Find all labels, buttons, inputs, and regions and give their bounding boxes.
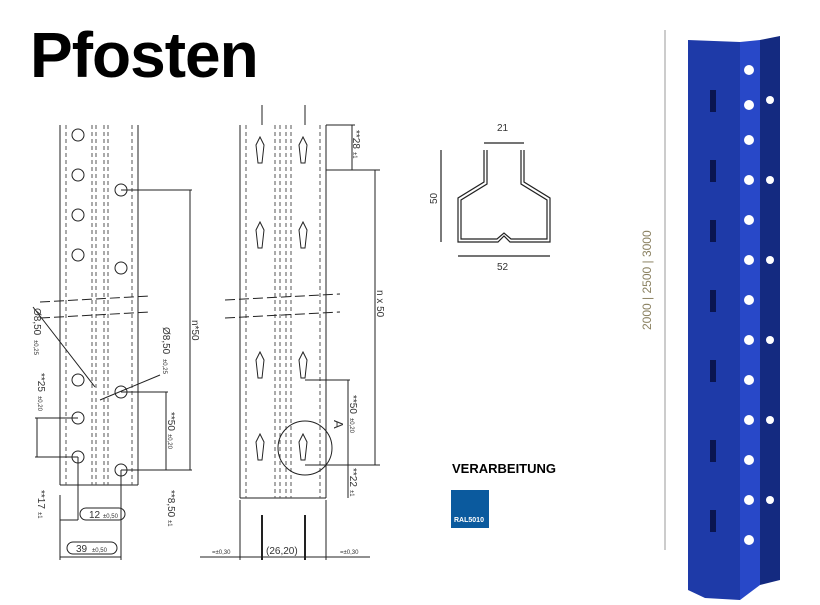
dim-hole-dia-left: Ø8,50 xyxy=(31,308,42,336)
detail-a-label: A xyxy=(331,420,346,429)
drawing-front-view xyxy=(32,125,192,560)
finish-heading: VERARBEITUNG xyxy=(452,461,557,476)
dim-tol: ±1 xyxy=(36,512,42,519)
color-swatch: RAL5010 xyxy=(451,490,489,528)
dim-bottom-left: **17 xyxy=(35,490,46,509)
dim-width-12: 12 xyxy=(89,510,101,521)
dim-tol: ±1 xyxy=(166,520,172,527)
dim-hole-dia-right: Ø8,50 xyxy=(160,327,171,355)
dim-tol: ±0,20 xyxy=(166,434,172,450)
dim-profile-width: 52 xyxy=(497,262,509,273)
dim-profile-top: 21 xyxy=(497,123,509,134)
dim-width-39: 39 xyxy=(76,544,88,555)
page-title: Pfosten xyxy=(30,19,259,91)
dim-top: **28 xyxy=(350,130,361,149)
available-lengths: 2000 | 2500 | 3000 xyxy=(640,230,654,330)
dim-center: (26,20) xyxy=(266,546,298,557)
dim-tol: ±0,25 xyxy=(161,359,167,375)
dim-n-pitch: n*50 xyxy=(189,320,200,341)
dim-left-tol: =±0,30 xyxy=(212,550,231,556)
drawing-side-view xyxy=(200,105,380,560)
profile-cross-section xyxy=(440,142,551,257)
dim-tol: ±0,50 xyxy=(103,514,119,520)
dim-tol: ±0,25 xyxy=(32,340,38,356)
dim-n-x-50: n x 50 xyxy=(374,290,385,318)
dim-tol: ±1 xyxy=(348,490,354,497)
dim-pitch-right: **50 xyxy=(165,412,176,431)
dim-pitch: **50 xyxy=(347,395,358,414)
dim-tol: ±1 xyxy=(351,152,357,159)
dim-tol: ±0,20 xyxy=(36,396,42,412)
dim-tol: ±0,50 xyxy=(92,548,108,554)
color-code: RAL5010 xyxy=(454,517,484,524)
dim-pitch-left: **25 xyxy=(35,373,46,392)
upright-photo xyxy=(664,30,780,600)
dim-right-tol: =±0,30 xyxy=(340,550,359,556)
dim-profile-height: 50 xyxy=(429,192,440,204)
dim-bottom: **22 xyxy=(347,468,358,487)
dim-bottom-right: **8,50 xyxy=(165,490,176,518)
dim-tol: ±0,20 xyxy=(348,418,354,434)
